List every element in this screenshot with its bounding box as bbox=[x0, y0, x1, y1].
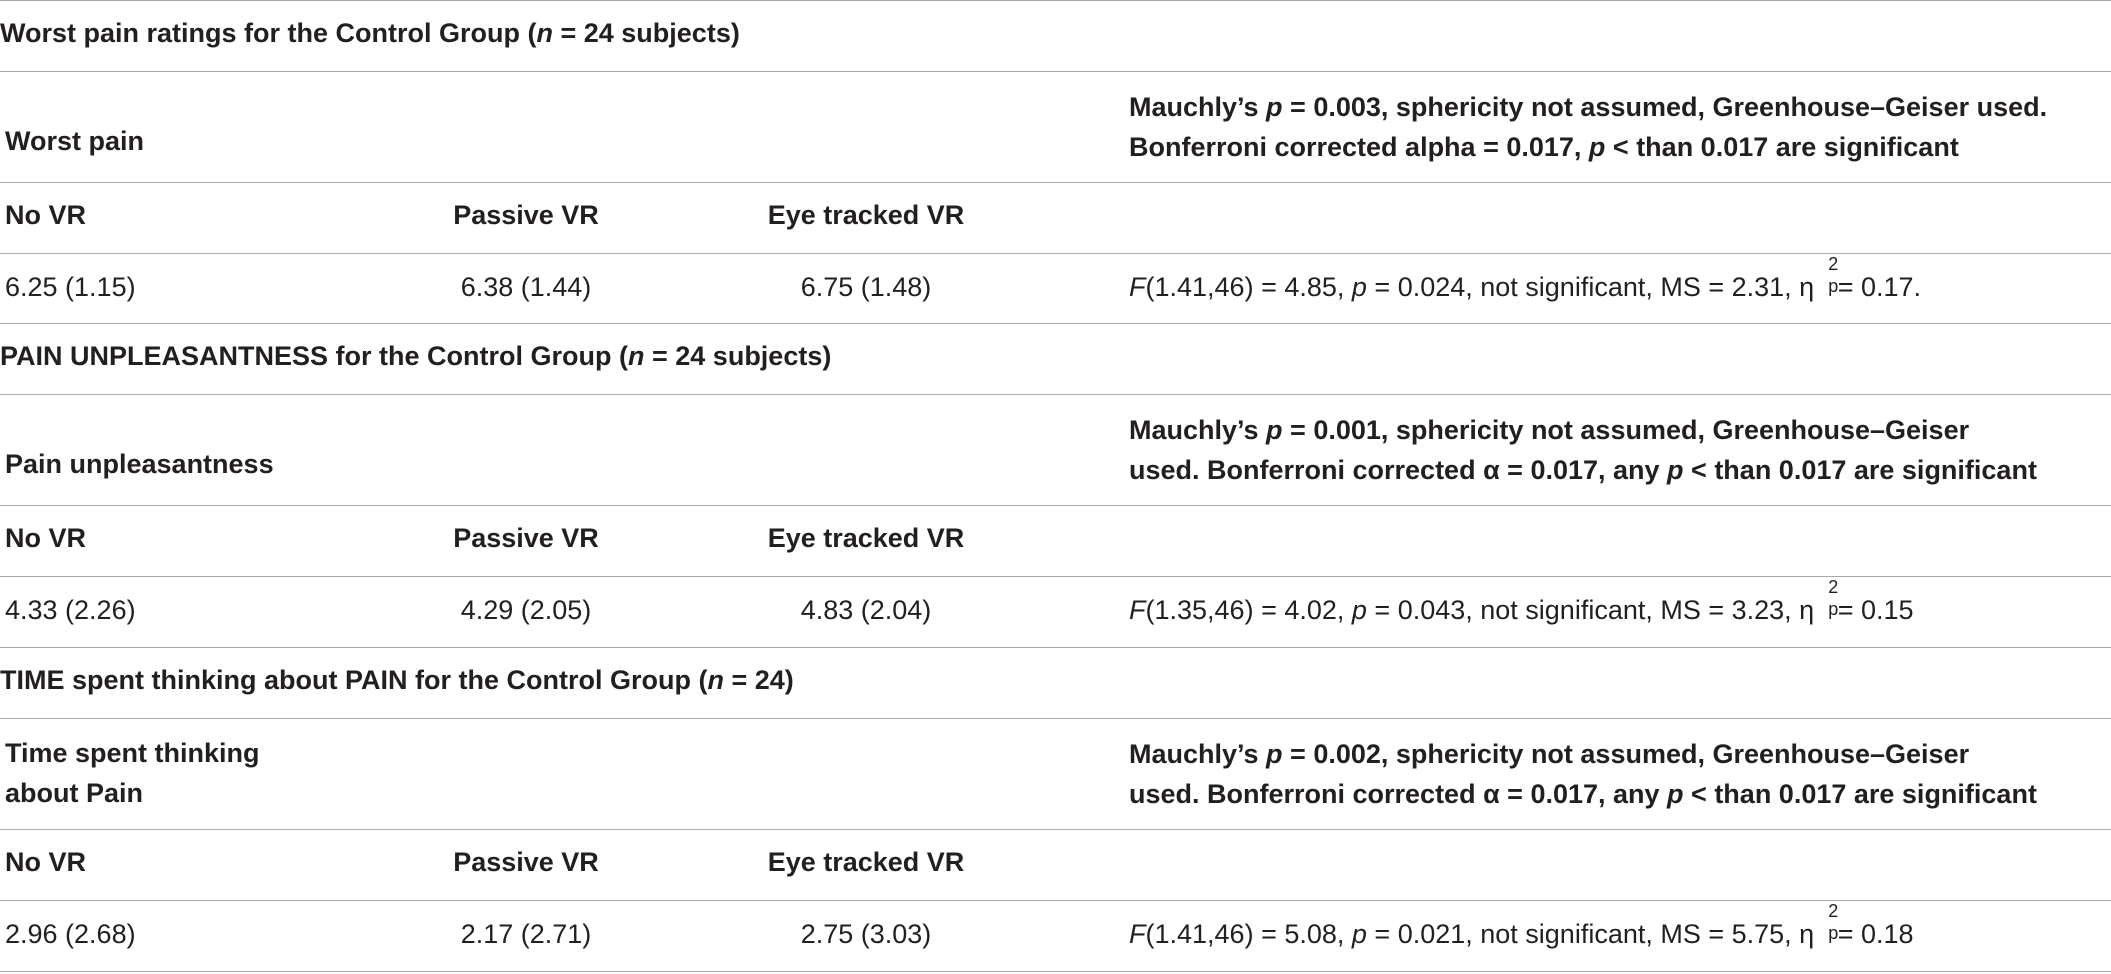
anova-result: F(1.41,46) = 5.08, p = 0.021, not signif… bbox=[1129, 901, 1914, 949]
rule bbox=[0, 394, 2111, 395]
cell-no-vr: 6.25 (1.15) bbox=[5, 272, 136, 302]
table-section: TIME spent thinking about PAIN for the C… bbox=[0, 647, 2111, 970]
anova-result: F(1.41,46) = 4.85, p = 0.024, not signif… bbox=[1129, 254, 1922, 302]
col-header-eye-tracked-vr: Eye tracked VR bbox=[767, 200, 965, 230]
col-header-eye-tracked-vr: Eye tracked VR bbox=[767, 523, 965, 553]
col-header-passive-vr: Passive VR bbox=[453, 523, 599, 553]
rule bbox=[0, 576, 2111, 577]
anova-result: F(1.35,46) = 4.02, p = 0.043, not signif… bbox=[1129, 577, 1914, 625]
rule bbox=[0, 182, 2111, 183]
rule-top bbox=[0, 0, 2111, 1]
section-title: TIME spent thinking about PAIN for the C… bbox=[0, 665, 794, 695]
col-header-no-vr: No VR bbox=[5, 523, 86, 553]
rule-top bbox=[0, 647, 2111, 648]
rule-bottom bbox=[0, 971, 2111, 972]
cell-no-vr: 4.33 (2.26) bbox=[5, 595, 136, 625]
cell-eye-tracked-vr: 4.83 (2.04) bbox=[800, 595, 932, 625]
rule bbox=[0, 505, 2111, 506]
measure-label: Worst pain bbox=[5, 126, 145, 156]
col-header-passive-vr: Passive VR bbox=[453, 200, 599, 230]
table-section: PAIN UNPLEASANTNESS for the Control Grou… bbox=[0, 323, 2111, 646]
col-header-no-vr: No VR bbox=[5, 847, 86, 877]
rule bbox=[0, 900, 2111, 901]
col-header-no-vr: No VR bbox=[5, 200, 86, 230]
col-header-eye-tracked-vr: Eye tracked VR bbox=[767, 847, 965, 877]
cell-no-vr: 2.96 (2.68) bbox=[5, 919, 136, 949]
cell-passive-vr: 4.29 (2.05) bbox=[460, 595, 592, 625]
mauchly-note: Mauchly’s p = 0.002, sphericity not assu… bbox=[1129, 739, 2037, 809]
section-title: PAIN UNPLEASANTNESS for the Control Grou… bbox=[0, 341, 832, 371]
mauchly-note: Mauchly’s p = 0.003, sphericity not assu… bbox=[1129, 92, 2048, 162]
col-header-passive-vr: Passive VR bbox=[453, 847, 599, 877]
rule bbox=[0, 71, 2111, 72]
mauchly-note: Mauchly’s p = 0.001, sphericity not assu… bbox=[1129, 415, 2037, 485]
section-title: Worst pain ratings for the Control Group… bbox=[0, 18, 740, 48]
cell-eye-tracked-vr: 2.75 (3.03) bbox=[800, 919, 932, 949]
cell-eye-tracked-vr: 6.75 (1.48) bbox=[800, 272, 932, 302]
rule-top bbox=[0, 323, 2111, 324]
measure-label: Pain unpleasantness bbox=[5, 449, 274, 479]
rule bbox=[0, 718, 2111, 719]
rule bbox=[0, 829, 2111, 830]
cell-passive-vr: 2.17 (2.71) bbox=[460, 919, 592, 949]
cell-passive-vr: 6.38 (1.44) bbox=[460, 272, 592, 302]
rule bbox=[0, 253, 2111, 254]
table-section: Worst pain ratings for the Control Group… bbox=[0, 0, 2111, 323]
